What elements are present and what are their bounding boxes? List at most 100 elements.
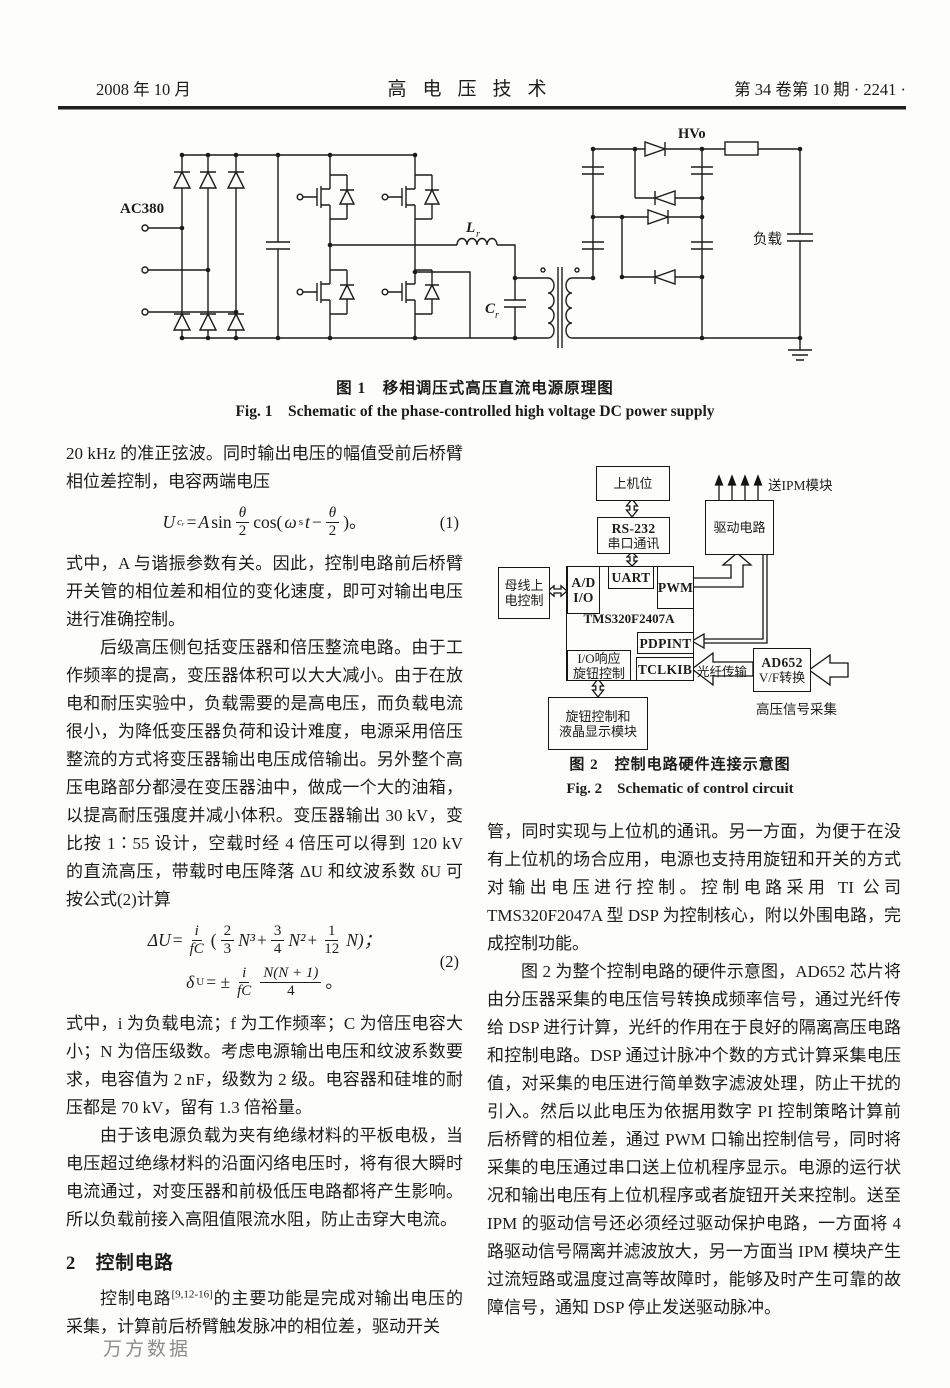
eq2-number: (2) — [439, 951, 459, 971]
fig2-box-io-response: I/O响应旋钮控制 — [567, 650, 631, 681]
eq2-n3: N³ — [238, 929, 256, 950]
label-ac380: AC380 — [120, 201, 164, 217]
p6-text: 的主要功能是完成对输出电压的采集，计算前后桥臂触发脉冲的相位差，驱动开关 — [66, 1288, 463, 1336]
eq2-delta: δ — [186, 972, 195, 993]
box-label: 液晶显示模块 — [558, 723, 637, 739]
box-label: AD652 — [761, 655, 803, 670]
eq2-num: i — [191, 923, 202, 941]
paragraph: 管，同时实现与上位机的通讯。另一方面，为便于在没有上位机的场合应用，电源也支持用… — [487, 822, 901, 953]
eq2-delta-sub: U — [196, 976, 205, 989]
fig2-box-host-computer: 上机位 — [596, 466, 670, 501]
fig2-label-fiber: 光纤传输 — [697, 665, 748, 679]
fig2-box-pwm: PWM — [657, 566, 694, 609]
label-lr: L — [465, 220, 475, 236]
fig1-caption-zh: 图 1 移相调压式高压直流电源原理图 — [336, 380, 614, 397]
arrow-rs232-uart — [625, 551, 639, 567]
fig2-label-hv-sampling: 高压信号采集 — [756, 702, 837, 717]
right-column: 管，同时实现与上位机的通讯。另一方面，为便于在没有上位机的场合应用，电源也支持用… — [487, 818, 901, 1322]
eq1-frac2-num: θ — [325, 505, 340, 524]
transformer — [540, 267, 800, 348]
eq2-num: 3 — [270, 923, 285, 941]
section-heading: 2 控制电路 — [66, 1253, 174, 1274]
eq1-number: (1) — [439, 512, 459, 532]
resonant-capacitor — [504, 278, 526, 338]
eq2-den: fC — [237, 983, 252, 1000]
eq1-fn2: cos( — [253, 512, 283, 533]
box-label: V/F转换 — [758, 670, 806, 685]
watermark: 万方数据 — [103, 1339, 192, 1360]
eq2-plus2: + — [307, 929, 318, 950]
citation-ref: [9,12-16] — [171, 1287, 213, 1300]
header-issue: 第 34 卷第 10 期 · 2241 · — [734, 80, 906, 99]
eq2-den: fC — [189, 940, 204, 957]
eq2-num: N(N + 1) — [260, 965, 322, 984]
three-phase-input — [141, 224, 236, 316]
igbt-top-right — [381, 174, 441, 220]
p6-text: 控制电路 — [100, 1288, 172, 1308]
eq2-den: 3 — [223, 940, 232, 957]
eq1-omega: ω — [284, 512, 297, 533]
fig2-dsp-label: TMS320F2407A — [583, 611, 675, 626]
dc-link-capacitor — [266, 155, 290, 338]
ground-icon — [788, 338, 812, 361]
eq1-coef: A — [198, 512, 210, 533]
box-label: I/O响应 — [577, 650, 621, 666]
box-label: 电控制 — [504, 593, 544, 608]
label-hvo: HVo — [678, 126, 706, 142]
box-label: RS-232 — [611, 520, 656, 536]
arrow-bus-adio — [547, 584, 568, 598]
eq2-frac-nn1: N(N + 1)4 — [260, 965, 322, 1001]
paragraph: 图 2 为整个控制电路的硬件示意图，AD652 芯片将由分压器采集的电压信号转换… — [487, 962, 901, 1317]
eq1-lhs-sub: cᵣ — [177, 516, 185, 529]
eq2-den: 4 — [287, 983, 295, 1000]
arrows-drive-ipm — [714, 474, 763, 500]
label-cr: C — [485, 301, 496, 317]
box-label: 串口通讯 — [607, 535, 660, 551]
box-label: I/O — [573, 590, 594, 605]
paragraph: 20 kHz 的准正弦波。同时输出电压的幅值受前后桥臂相位差控制，电容两端电压 — [66, 444, 463, 491]
eq1-frac1-den: 2 — [238, 523, 247, 540]
eq1-omega-sub: s — [298, 516, 303, 529]
load-capacitor — [787, 149, 813, 338]
junction-dots — [179, 146, 803, 341]
fig2-caption-zh: 图 2 控制电路硬件连接示意图 — [569, 757, 791, 773]
paragraph: 由于该电源负载为夹有绝缘材料的平板电极，当电压超过绝缘材料的沿面闪络电压时，将有… — [66, 1125, 463, 1229]
eq1-minus: − — [311, 512, 322, 533]
eq1-rel: = — [186, 512, 197, 533]
fig2-caption-en: Fig. 2 Schematic of control circuit — [566, 781, 794, 797]
journal-title: 高电压技术 — [387, 79, 563, 100]
box-label: TCLKIB — [637, 661, 693, 677]
eq1-t: t — [304, 512, 310, 533]
header-date: 2008 年 10 月 — [96, 80, 191, 99]
current-limit-resistor — [702, 141, 800, 156]
box-label: 母线上 — [504, 578, 544, 593]
arrow-hv-input — [807, 653, 849, 687]
fig1-circuit-schematic: AC380 L r C r HVo 负载 — [120, 126, 813, 361]
arrow-pwm-drive — [691, 552, 753, 588]
box-label: UART — [611, 570, 651, 585]
paragraph: 式中，A 与谐振参数有关。因此，控制电路前后桥臂开关管的相位差和相位的变化速度，… — [66, 553, 463, 629]
box-label: PDPINT — [639, 635, 692, 651]
eq2-rel2: = ± — [206, 972, 231, 993]
left-column: 20 kHz 的准正弦波。同时输出电压的幅值受前后桥臂相位差控制，电容两端电压 … — [66, 440, 463, 1341]
eq2-open: ( — [210, 929, 217, 950]
eq1-frac1-num: θ — [235, 505, 250, 524]
voltage-multiplier — [582, 141, 713, 338]
eq2-num: 2 — [220, 923, 235, 941]
igbt-top-left — [296, 174, 356, 220]
eq1-lhs: U — [162, 512, 176, 533]
label-lr-sub: r — [476, 229, 480, 240]
arrow-io-knob — [591, 677, 605, 699]
